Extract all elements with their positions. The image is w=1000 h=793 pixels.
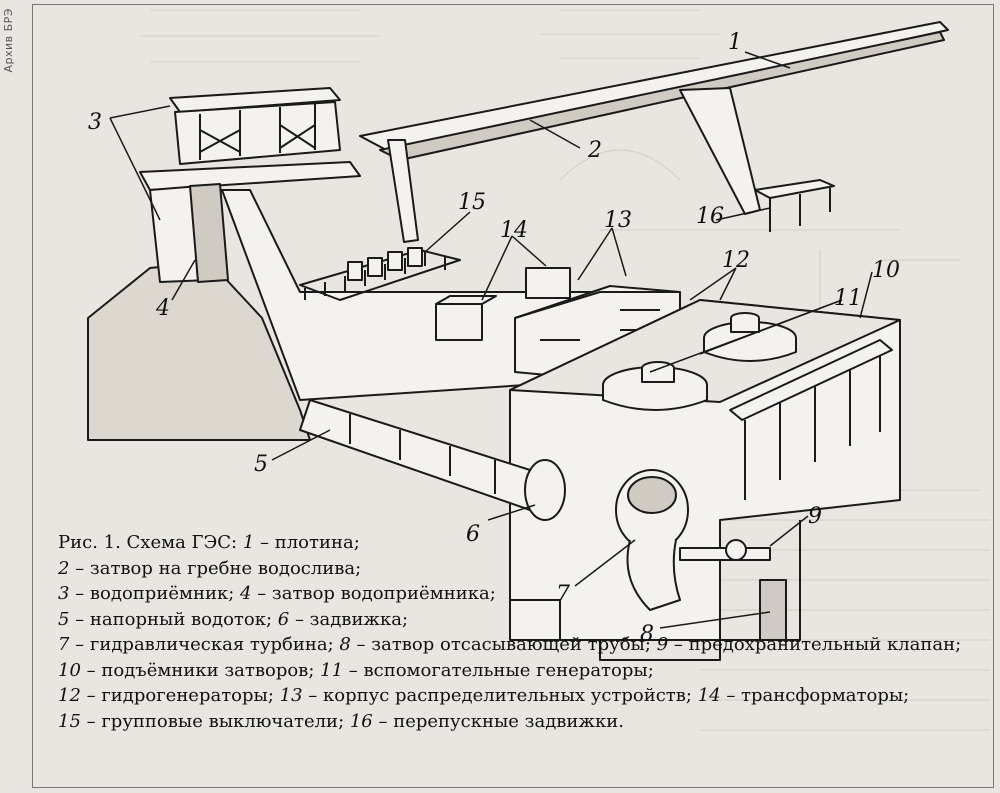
callout-15: 15 xyxy=(458,190,486,215)
callout-8: 8 xyxy=(640,622,654,647)
callout-3: 3 xyxy=(88,110,102,135)
intake-frames xyxy=(199,104,316,160)
intake-gate xyxy=(189,183,229,283)
callout-7: 7 xyxy=(556,582,570,607)
dam-crest xyxy=(359,21,949,153)
transformers xyxy=(435,267,571,341)
bypass-pier xyxy=(679,87,761,215)
turbine xyxy=(615,469,689,611)
callout-16: 16 xyxy=(696,204,724,229)
callout-11: 11 xyxy=(834,286,862,311)
callout-10: 10 xyxy=(872,258,900,283)
callout-14: 14 xyxy=(500,218,528,243)
relief-valve-wheel xyxy=(725,539,747,561)
intake-house-body xyxy=(174,101,341,165)
bypass-platform xyxy=(754,179,835,199)
gate-hoist-legs xyxy=(744,356,881,500)
figure-caption: Рис. 1. Схема ГЭС: 1 – плотина; 2 – затв… xyxy=(58,532,962,732)
switchgear-fence xyxy=(304,252,446,300)
intake-house xyxy=(169,87,341,113)
foundation xyxy=(509,520,801,661)
penstock-rings xyxy=(349,414,496,494)
spillway-gate xyxy=(379,31,945,161)
intake-deck xyxy=(139,161,361,191)
callout-4: 4 xyxy=(156,296,170,321)
gate-hoist-frame xyxy=(729,339,893,421)
callout-6: 6 xyxy=(466,522,480,547)
valve xyxy=(524,459,566,521)
callout-12: 12 xyxy=(722,248,750,273)
callout-13: 13 xyxy=(604,208,632,233)
callout-9: 9 xyxy=(808,504,822,529)
bypass-legs xyxy=(769,188,831,232)
switchgear-roof xyxy=(514,291,680,319)
dam-pylon xyxy=(387,139,419,243)
leader-lines xyxy=(109,51,873,629)
figure-frame xyxy=(32,4,994,788)
breakers xyxy=(347,247,423,281)
callout-1: 1 xyxy=(728,30,742,55)
caption-title: Рис. 1. Схема ГЭС: xyxy=(58,532,238,553)
callout-2: 2 xyxy=(588,138,602,163)
callout-5: 5 xyxy=(254,452,268,477)
